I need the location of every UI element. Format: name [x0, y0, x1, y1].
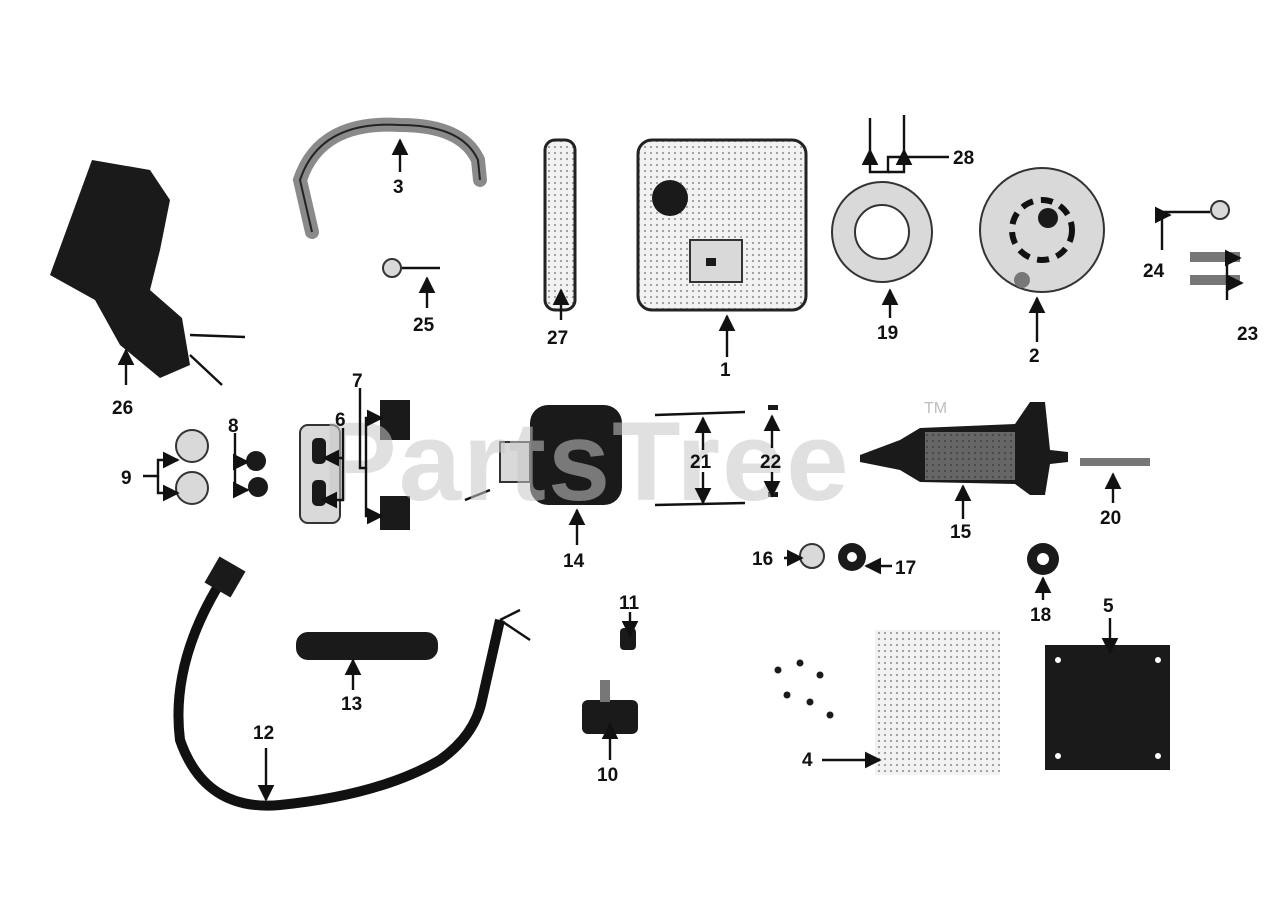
callout-labels: 1 2 3 4 5 6 7 8 9 10 11 12 13 14 15 16 1…	[112, 148, 1258, 786]
callout-16: 16	[752, 549, 773, 570]
callout-11: 11	[619, 593, 640, 614]
callout-2: 2	[1029, 346, 1040, 367]
part-14-switch	[530, 405, 622, 505]
callout-7: 7	[352, 371, 363, 392]
callout-19: 19	[877, 323, 898, 344]
callout-27: 27	[547, 328, 568, 349]
watermark-text: PartsTree	[322, 399, 851, 524]
callout-12: 12	[253, 723, 274, 744]
callout-6: 6	[335, 410, 346, 431]
callout-4: 4	[802, 750, 813, 771]
part-20-shaft	[1080, 458, 1150, 466]
part-23-brushes	[1190, 252, 1240, 262]
watermark-trademark: TM	[924, 400, 947, 417]
callout-5: 5	[1103, 596, 1114, 617]
callout-22: 22	[760, 452, 781, 473]
callout-28: 28	[953, 148, 974, 169]
callout-10: 10	[597, 765, 618, 786]
callout-9: 9	[121, 468, 132, 489]
part-27-band	[543, 138, 577, 312]
leader-lines	[117, 138, 1244, 802]
part-26-handle	[50, 160, 190, 378]
callout-18: 18	[1030, 605, 1051, 626]
callout-26: 26	[112, 398, 133, 419]
part-5-cover	[1045, 645, 1170, 770]
part-1-shell	[636, 138, 808, 312]
part-8-knob	[246, 451, 266, 471]
callout-3: 3	[393, 177, 404, 198]
callout-15: 15	[950, 522, 972, 543]
part-24-terminal	[1210, 200, 1230, 220]
part-12-cord	[173, 572, 505, 811]
callout-20: 20	[1100, 508, 1121, 529]
part-7-connector	[380, 400, 410, 440]
callout-13: 13	[341, 694, 362, 715]
part-25-terminal	[382, 258, 402, 278]
part-11-nut	[620, 628, 636, 650]
part-10-toggle	[582, 700, 638, 734]
callout-21: 21	[690, 452, 712, 473]
part-2-end-bell	[979, 167, 1105, 293]
callout-8: 8	[228, 416, 239, 437]
part-illustrations	[50, 115, 1240, 811]
callout-25: 25	[413, 315, 435, 336]
part-16-lockwasher	[799, 543, 825, 569]
part-13-grip	[296, 632, 438, 660]
callout-23: 23	[1237, 324, 1258, 345]
callout-14: 14	[563, 551, 585, 572]
part-9-cap	[175, 429, 209, 463]
callout-1: 1	[720, 360, 731, 381]
callout-17: 17	[895, 558, 916, 579]
callout-24: 24	[1143, 261, 1165, 282]
part-4-plate	[875, 630, 1000, 775]
